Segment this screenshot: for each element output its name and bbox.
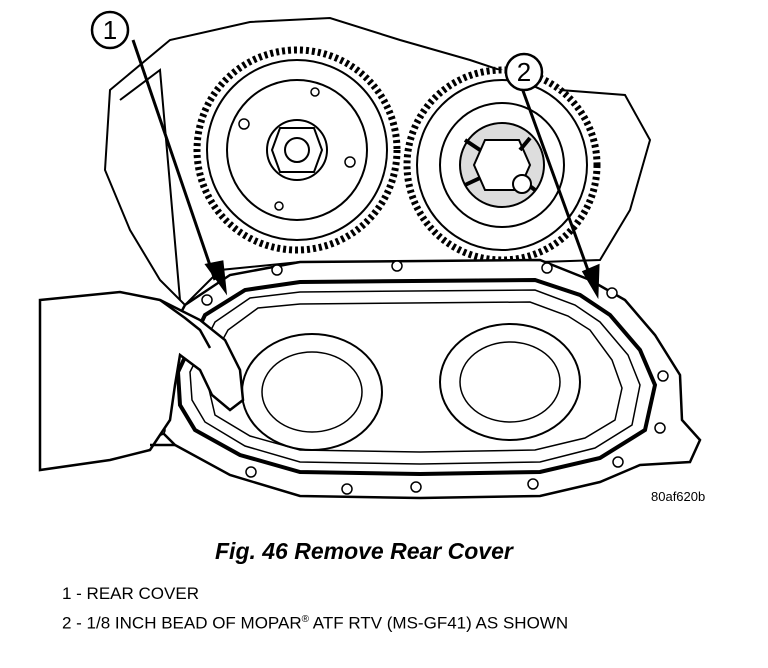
legend-item-1-text: 1 - REAR COVER [62, 584, 199, 603]
rear-cover [148, 258, 702, 500]
right-gear [403, 66, 601, 264]
callout-2: 2 [504, 52, 544, 92]
image-code: 80af620b [651, 489, 706, 504]
registered-mark: ® [301, 614, 309, 625]
left-gear [193, 46, 401, 254]
callout-2-label: 2 [517, 57, 531, 87]
legend-item-2-text-before: 2 - 1/8 INCH BEAD OF MOPAR [62, 613, 302, 633]
callout-arrows [131, 39, 600, 300]
hand [38, 290, 245, 472]
legend-item-1: 1 - REAR COVER [62, 584, 682, 604]
figure-caption: Fig. 46 Remove Rear Cover [215, 538, 513, 564]
legend: 1 - REAR COVER 2 - 1/8 INCH BEAD OF MOPA… [62, 584, 682, 640]
callout-1-label: 1 [103, 15, 117, 45]
rear-cover-diagram: 1 2 [38, 10, 702, 500]
legend-item-2-text-after: ATF RTV (MS-GF41) AS SHOWN [309, 613, 569, 633]
callout-1: 1 [90, 10, 130, 50]
legend-item-2: 2 - 1/8 INCH BEAD OF MOPAR® ATF RTV (MS-… [62, 610, 682, 634]
